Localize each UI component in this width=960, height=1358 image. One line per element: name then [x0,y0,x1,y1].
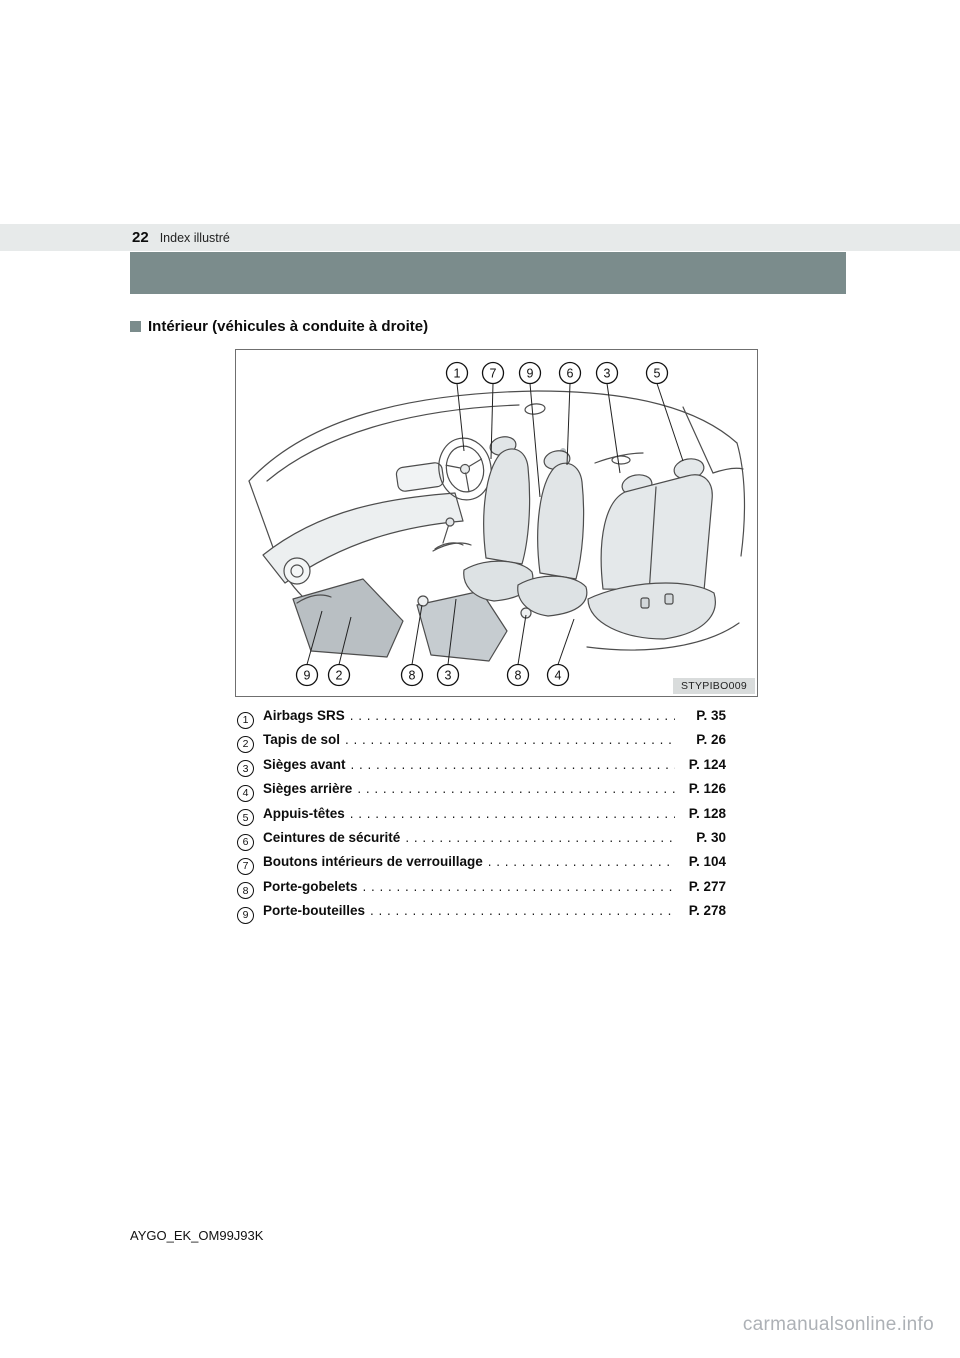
item-page-ref: P. 278 [688,903,726,919]
section-title: Index illustré [159,230,230,245]
item-page-ref: P. 30 [696,829,726,845]
square-bullet-icon [130,321,141,332]
item-page-ref: P. 128 [688,805,726,821]
dotted-leader [405,830,675,845]
callout-number: 2 [335,669,342,683]
item-label: Ceintures de sécurité [263,829,401,845]
item-label: Tapis de sol [263,732,341,748]
item-label: Appuis-têtes [263,805,345,821]
dotted-leader [350,806,675,821]
item-label: Sièges arrière [263,781,353,797]
index-item-sieges-arriere: 4 Sièges arrière P. 126 [237,781,726,805]
item-page-ref: P. 126 [688,781,726,797]
item-number-badge: 2 [237,736,254,754]
callout-number: 4 [554,669,561,683]
item-number-badge: 5 [237,809,254,827]
item-number-badge: 3 [237,760,254,778]
item-label: Sièges avant [263,756,346,772]
page-header: 22 Index illustré [132,224,230,251]
dotted-leader [363,879,675,894]
item-number-badge: 6 [237,833,254,851]
item-page-ref: P. 35 [696,708,726,723]
index-item-appuis-tetes: 5 Appuis-têtes P. 128 [237,806,726,830]
car-interior-drawing [247,390,745,662]
car-interior-figure: 1 7 9 6 3 5 9 2 8 3 [235,349,758,697]
item-number-badge: 9 [237,906,254,924]
index-item-airbags: 1 Airbags SRS P. 35 [237,708,726,732]
callout-number: 8 [514,669,521,683]
page-number: 22 [132,229,149,246]
callout-number: 5 [653,367,660,381]
figure-callouts-top: 1 7 9 6 3 5 [445,361,668,385]
callout-number: 3 [444,669,451,683]
dotted-leader [350,708,675,723]
item-number-badge: 1 [237,711,254,729]
item-number-badge: 4 [237,784,254,802]
chapter-color-bar [130,252,846,294]
index-item-boutons-verrouillage: 7 Boutons intérieurs de verrouillage P. … [237,854,726,878]
site-watermark: carmanualsonline.info [742,1314,934,1335]
section-heading: Intérieur (véhicules à conduite à droite… [130,318,428,335]
item-label: Porte-bouteilles [263,903,366,919]
car-interior-figure-svg: 1 7 9 6 3 5 9 2 8 3 [247,361,745,687]
item-page-ref: P. 104 [688,854,726,870]
dotted-leader [351,757,675,772]
index-item-ceintures: 6 Ceintures de sécurité P. 30 [237,830,726,854]
index-item-porte-bouteilles: 9 Porte-bouteilles P. 278 [237,903,726,927]
item-number-badge: 8 [237,882,254,900]
item-page-ref: P. 26 [696,732,726,748]
callout-leader-lines [306,383,683,665]
index-item-sieges-avant: 3 Sièges avant P. 124 [237,757,726,781]
figure-callouts-bottom: 9 2 8 3 8 4 [295,663,569,687]
item-label: Boutons intérieurs de verrouillage [263,854,483,870]
callout-number: 6 [566,367,573,381]
callout-number: 9 [303,669,310,683]
index-item-tapis-de-sol: 2 Tapis de sol P. 26 [237,732,726,756]
document-code: AYGO_EK_OM99J93K [130,1228,264,1243]
dotted-leader [357,781,675,796]
page-header-band: 22 Index illustré [0,224,960,251]
callout-number: 9 [526,367,533,381]
illustrated-index-list: 1 Airbags SRS P. 35 2 Tapis de sol P. 26… [237,708,726,928]
index-item-porte-gobelets: 8 Porte-gobelets P. 277 [237,879,726,903]
figure-code: STYPIBO009 [672,678,755,694]
callout-number: 7 [489,367,496,381]
item-label: Porte-gobelets [263,878,358,894]
dotted-leader [370,903,675,918]
item-number-badge: 7 [237,858,254,876]
item-page-ref: P. 124 [688,756,726,772]
callout-number: 1 [453,367,460,381]
section-heading-text: Intérieur (véhicules à conduite à droite… [148,318,429,335]
dotted-leader [345,732,675,747]
dotted-leader [488,854,675,869]
callout-number: 3 [603,367,610,381]
callout-number: 8 [408,669,415,683]
item-label: Airbags SRS [263,708,345,723]
item-page-ref: P. 277 [688,878,726,894]
